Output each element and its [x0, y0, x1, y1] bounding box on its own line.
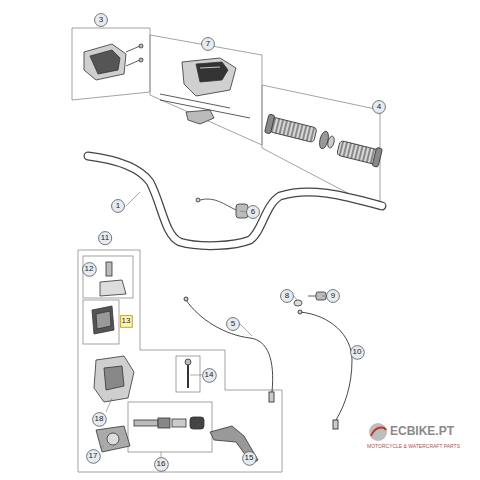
callout-number: 11	[101, 234, 109, 242]
frame	[176, 356, 200, 392]
adjuster	[294, 292, 326, 306]
callout-circle: 8	[280, 289, 294, 303]
callout-circle: 3	[94, 13, 108, 27]
callout-number: 1	[116, 202, 120, 210]
callout-number: 15	[245, 454, 254, 462]
callout-number: 10	[353, 348, 362, 356]
brake-master-cylinder	[92, 262, 258, 464]
frame	[128, 402, 212, 452]
callout-circle: 18	[92, 412, 107, 427]
callout-circle: 6	[246, 205, 260, 219]
callout-number: 3	[99, 16, 103, 24]
callout-number: 8	[285, 292, 289, 300]
callout-number: 17	[89, 452, 98, 460]
cable	[184, 297, 274, 402]
callout-number: 12	[85, 265, 94, 273]
callout-circle: 10	[350, 345, 365, 360]
frame	[78, 250, 282, 472]
callout-number: 4	[377, 103, 381, 111]
callout-number: 5	[231, 320, 235, 328]
callout-number: 13	[122, 317, 131, 325]
frame	[83, 256, 133, 298]
callout-number: 7	[206, 40, 210, 48]
leader-lines	[100, 192, 352, 457]
callout-circle: 16	[154, 457, 169, 472]
callout-number: 16	[157, 460, 166, 468]
group-frames	[72, 28, 380, 472]
callout-circle: 11	[98, 231, 112, 245]
throttle-housing	[160, 58, 250, 124]
frame	[72, 28, 150, 100]
switch	[196, 198, 248, 218]
callout-circle: 15	[242, 451, 257, 466]
callout-circle: 4	[372, 100, 386, 114]
watermark-logo	[369, 423, 387, 441]
cable	[298, 310, 352, 429]
callout-number: 6	[251, 208, 255, 216]
callout-circle: 1	[111, 199, 125, 213]
watermark: ECBIKE.PT	[390, 424, 454, 438]
callout-circle: 14	[202, 368, 217, 383]
frame	[150, 35, 262, 145]
clamp	[84, 44, 143, 80]
grips	[264, 114, 382, 167]
frame	[83, 300, 119, 344]
callout-circle: 12	[82, 262, 97, 277]
watermark: MOTORCYCLE & WATERCRAFT PARTS	[367, 443, 460, 449]
highlight-callout-box: 13	[120, 315, 133, 328]
callout-circle: 7	[201, 37, 215, 51]
callout-circle: 9	[326, 289, 340, 303]
callout-number: 18	[95, 415, 104, 423]
callout-circle: 5	[226, 317, 240, 331]
callout-number: 9	[331, 292, 335, 300]
handlebar	[88, 156, 382, 246]
callout-circle: 17	[86, 449, 101, 464]
callout-number: 14	[205, 371, 214, 379]
